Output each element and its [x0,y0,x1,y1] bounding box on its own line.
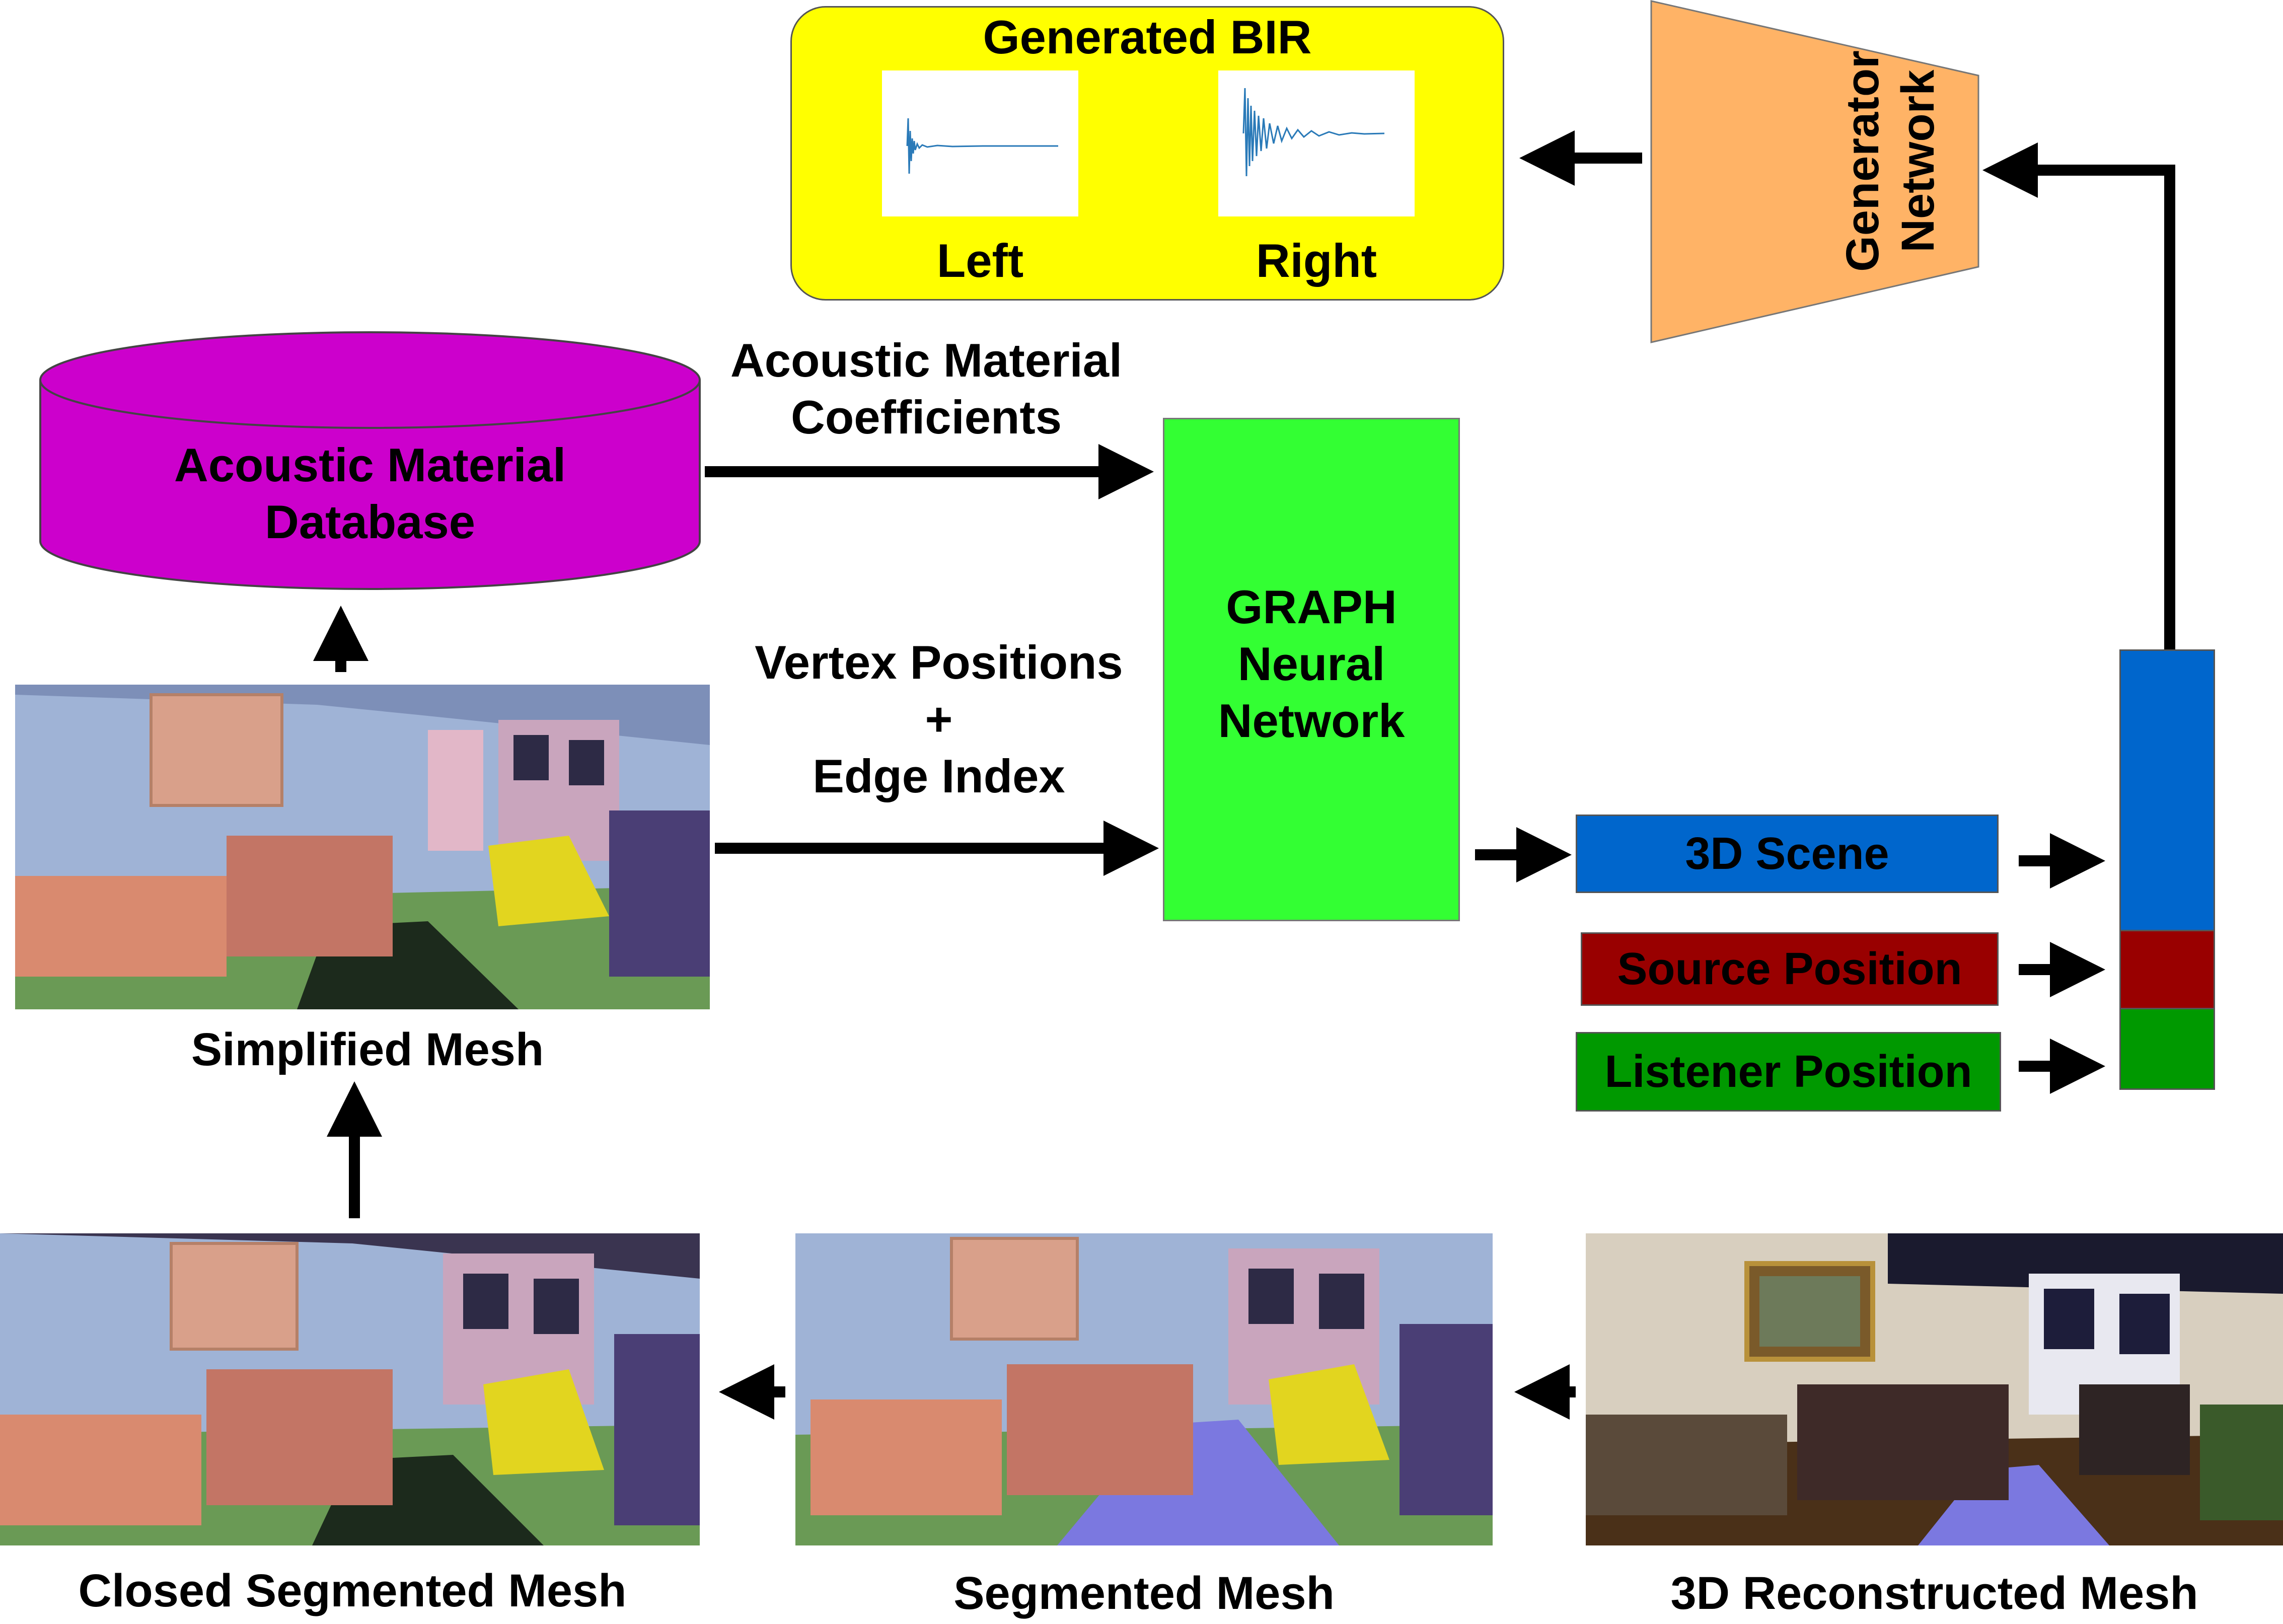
left-label: Left [936,234,1024,287]
vertex-line2: + [925,692,953,746]
generated-bir-title: Generated BIR [983,11,1312,63]
source-box: Source Position [1581,932,1999,1006]
vertex-line3: Edge Index [813,749,1065,802]
left-waveform-plot [906,118,1058,174]
generator-network [1650,0,1979,343]
database-line2: Database [265,495,475,548]
simplified-mesh-image [15,685,710,1009]
arrow-concat-to-generator [1982,142,2175,649]
gnn-line2: Neural [1237,637,1385,690]
concat-source-segment [2119,930,2215,1009]
concat-scene-segment [2119,649,2215,931]
listener-box: Listener Position [1576,1032,2001,1112]
reconstructed-mesh-label: 3D Reconstructed Mesh [1670,1568,2198,1619]
simplified-mesh-label: Simplified Mesh [191,1024,544,1075]
gnn-line3: Network [1218,694,1405,747]
scene-box: 3D Scene [1576,815,1999,893]
generator-label-line1: Generator [1837,50,1888,272]
gnn-box [1163,418,1460,921]
right-waveform-plot [1242,88,1385,177]
generator-label-line2: Network [1892,69,1944,253]
vertex-line1: Vertex Positions [755,636,1123,689]
generator-label: Generator Network [1835,0,1946,337]
closed-segmented-mesh-label: Closed Segmented Mesh [78,1565,627,1616]
right-label: Right [1256,234,1377,287]
left-waveform [882,70,1078,216]
right-waveform [1218,70,1415,216]
database-label: Acoustic Material Database [35,437,705,551]
coefficients-line2: Coefficients [791,390,1062,444]
reconstructed-mesh-image [1586,1233,2283,1545]
segmented-mesh-label: Segmented Mesh [953,1568,1335,1619]
segmented-mesh-image [795,1233,1493,1545]
concat-listener-segment [2119,1008,2215,1090]
material-database-cylinder [39,331,701,590]
gnn-label: GRAPH Neural Network [1163,579,1460,749]
coefficients-line1: Acoustic Material [730,334,1123,387]
database-line1: Acoustic Material [174,438,566,491]
coefficients-label: Acoustic Material Coefficients [705,332,1148,446]
vertex-label: Vertex Positions + Edge Index [715,634,1163,804]
gnn-line1: GRAPH [1226,580,1397,633]
closed-segmented-mesh-image [0,1233,700,1545]
